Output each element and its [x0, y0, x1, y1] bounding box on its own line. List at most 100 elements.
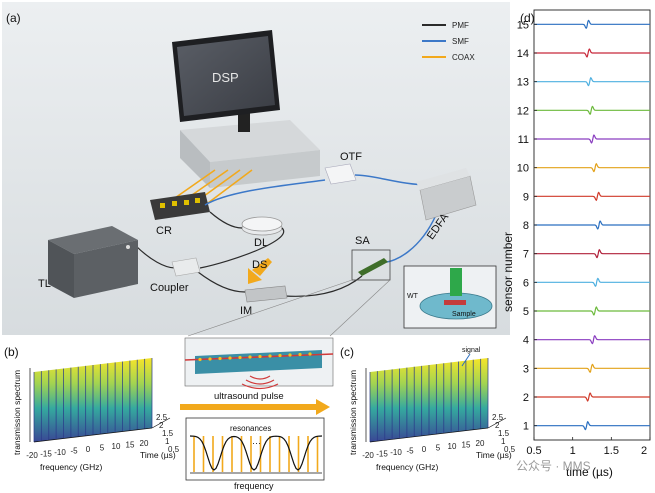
- coax-line: [171, 169, 216, 201]
- chart-traces: [534, 19, 650, 431]
- signal-pointer: [461, 353, 471, 367]
- y-tick-label: 2: [523, 392, 529, 404]
- y-tick-label: 9: [523, 191, 529, 203]
- ds-arrow: DS: [248, 258, 272, 284]
- panel-b-xlabel: frequency (GHz): [40, 462, 103, 472]
- sensor-trace-9: [534, 191, 650, 202]
- y-tick-label: 14: [517, 48, 529, 60]
- x-tick-label: 0: [86, 445, 91, 454]
- x-tick-label: 10: [112, 442, 121, 451]
- time-tick-label: 2.5: [492, 413, 504, 422]
- grating: [198, 357, 202, 362]
- x-tick-label: -20: [26, 451, 38, 460]
- cr-component: [195, 198, 200, 203]
- spectrum-b-surface: [29, 358, 171, 443]
- legend-label-pmf: PMF: [452, 21, 469, 30]
- dl-device: DL: [241, 216, 283, 249]
- panel-c-xlabel: frequency (GHz): [376, 462, 439, 472]
- x-tick-label: 15: [462, 441, 471, 450]
- legend: PMF SMF COAX: [422, 21, 475, 62]
- dsp-base-top: [180, 120, 320, 162]
- grating: [298, 352, 302, 357]
- panel-c-zlabel: Time (µs): [476, 450, 512, 460]
- panel-c-label: (c): [340, 345, 354, 359]
- legend-label-coax: COAX: [452, 53, 475, 62]
- panel-b-ylabel: transmission spectrum: [12, 370, 22, 455]
- tl-device: TL: [38, 226, 138, 298]
- sensor-trace-3: [534, 363, 650, 374]
- spectrum-baseline: [369, 427, 489, 443]
- sensor-trace-6: [534, 277, 650, 288]
- x-tick-label: -5: [406, 447, 414, 456]
- y-tick-label: 7: [523, 249, 529, 261]
- time-tick-label: 2: [495, 421, 500, 430]
- resonances-label: resonances: [230, 424, 271, 433]
- x-tick-label: 0.5: [526, 445, 541, 457]
- grating: [308, 352, 312, 356]
- sensor-trace-15: [534, 19, 650, 30]
- dl-coil-top: [241, 216, 283, 232]
- tl-front: [74, 240, 138, 298]
- dl-label: DL: [254, 237, 268, 249]
- center-panel: ultrasound pulse resonances ··· frequenc…: [180, 337, 334, 491]
- y-tick-label: 6: [523, 277, 529, 289]
- pmf-fiber: [134, 244, 176, 269]
- y-tick-label: 10: [517, 163, 529, 175]
- coupler-body: [171, 257, 201, 277]
- resonance-curve: [189, 435, 323, 471]
- time-tick-label: 2.5: [156, 413, 168, 422]
- ds-label: DS: [252, 259, 267, 271]
- y-tick-label: 12: [517, 105, 529, 117]
- x-tick-label: -10: [390, 448, 402, 457]
- sensor-trace-5: [534, 306, 650, 316]
- x-tick-label: 20: [476, 439, 485, 448]
- x-tick-label: 10: [448, 442, 457, 451]
- resonance-lines: [193, 436, 319, 472]
- chart-ylabel: sensor number: [501, 232, 515, 312]
- x-tick-label: -10: [54, 448, 66, 457]
- sa-device: SA: [351, 235, 391, 281]
- grating: [208, 357, 212, 361]
- sa-zoom-box: [351, 249, 391, 281]
- im-device: IM: [240, 285, 288, 317]
- edfa-top: [416, 168, 470, 190]
- signal-label: signal: [462, 347, 481, 354]
- monitor-screen: [177, 36, 275, 116]
- tl-side: [48, 240, 74, 298]
- sensor-trace-10: [534, 162, 650, 173]
- otf-label: OTF: [340, 151, 362, 163]
- x-tick-label: -20: [362, 451, 374, 460]
- panel-b-zlabel: Time (µs): [140, 450, 176, 460]
- x-tick-label: 1: [570, 445, 576, 457]
- resonance-dots: ···: [252, 438, 261, 448]
- pulse-label: ultrasound pulse: [214, 391, 284, 402]
- zoom-line: [187, 279, 353, 337]
- y-tick-label: 11: [518, 134, 529, 146]
- pulse-arrow: [180, 399, 330, 415]
- sa-chip: [358, 258, 388, 276]
- grating: [268, 354, 272, 358]
- dsp-base-side: [180, 130, 210, 188]
- dsp-label: DSP: [212, 70, 239, 85]
- pmf-fiber: [197, 271, 246, 293]
- x-tick-label: -15: [376, 450, 388, 459]
- wave-arc: [249, 375, 271, 380]
- dsp-computer: DSP: [172, 30, 320, 188]
- transducer: [450, 268, 462, 296]
- sample-label: Sample: [452, 311, 476, 318]
- x-tick-label: 5: [100, 444, 105, 453]
- panel-c-ylabel: transmission spectrum: [348, 370, 358, 455]
- sa-label: SA: [355, 235, 370, 247]
- pmf-fiber: [199, 227, 285, 269]
- time-tick-label: 0.5: [504, 445, 516, 454]
- spectrum-time-axis: [151, 417, 171, 429]
- grating: [228, 356, 232, 360]
- setup-panel: (a) PMF SMF COAX DSP: [2, 2, 510, 337]
- cr-component: [172, 201, 177, 206]
- x-tick-label: -5: [70, 447, 78, 456]
